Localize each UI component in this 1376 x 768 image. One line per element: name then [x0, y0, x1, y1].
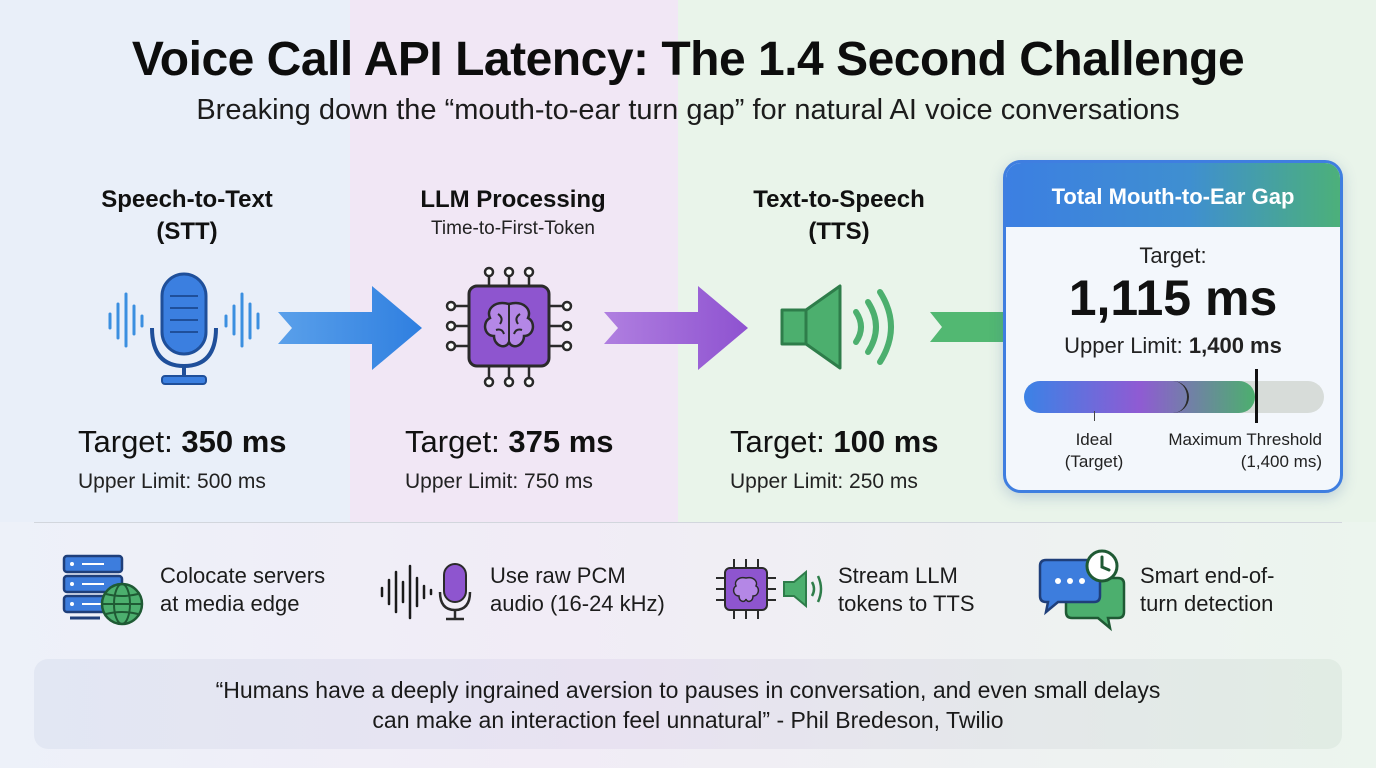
tip-end-of-turn-text: Smart end-of- turn detection — [1140, 563, 1275, 616]
brain-chip-speaker-icon — [716, 559, 823, 619]
stage-stt-title-line2: (STT) — [156, 218, 218, 245]
stage-llm-target: Target: 375 ms — [405, 424, 614, 460]
total-upper-limit: Upper Limit: 1,400 ms — [1006, 333, 1340, 359]
arrow-llm-to-tts — [604, 286, 748, 370]
stage-stt-target: Target: 350 ms — [78, 424, 287, 460]
ideal-target-marker — [1024, 381, 1189, 413]
tip-end-of-turn: Smart end-of- turn detection — [1036, 549, 1336, 632]
page-title: Voice Call API Latency: The 1.4 Second C… — [131, 33, 1245, 86]
tip-stream-tokens: Stream LLM tokens to TTS — [712, 552, 1012, 632]
threshold-label: Maximum Threshold (1,400 ms) — [1168, 430, 1322, 471]
tip-colocate-text: Colocate servers at media edge — [160, 563, 326, 616]
tip-raw-pcm-text: Use raw PCM audio (16-24 kHz) — [490, 563, 665, 616]
stage-stt-title-line1: Speech-to-Text — [101, 186, 273, 213]
stage-tts-target-value: 100 ms — [833, 424, 939, 459]
stage-llm-title-line1: LLM Processing — [420, 186, 606, 213]
stage-llm-target-value: 375 ms — [508, 424, 614, 459]
stage-tts-target-label: Target: — [730, 424, 834, 459]
page-subtitle: Breaking down the “mouth-to-ear turn gap… — [196, 94, 1180, 126]
total-target-label: Target: — [1139, 243, 1207, 268]
arrow-stt-to-llm — [278, 286, 422, 370]
stage-llm: LLM Processing Time-to-First-Token — [372, 184, 654, 242]
stage-tts-limit: Upper Limit: 250 ms — [730, 470, 918, 493]
stage-tts: Text-to-Speech (TTS) — [698, 184, 980, 248]
arrow-tts-to-total — [930, 312, 1006, 342]
ideal-label: Ideal (Target) — [1064, 430, 1124, 471]
total-limit-value: 1,400 ms — [1188, 333, 1282, 358]
brain-chip-icon — [445, 266, 573, 388]
max-threshold-marker — [1255, 369, 1258, 423]
section-divider — [34, 522, 1342, 523]
stage-tts-title-line1: Text-to-Speech — [753, 186, 925, 213]
latency-bar-fill — [1024, 381, 1255, 413]
stage-background-llm — [350, 0, 678, 522]
total-target-value: 1,115 ms — [1068, 270, 1278, 326]
stage-background-stt — [0, 0, 350, 522]
stage-tts-target: Target: 100 ms — [730, 424, 939, 460]
stage-stt-target-value: 350 ms — [181, 424, 287, 459]
tip-colocate: Colocate servers at media edge — [60, 552, 360, 632]
stage-llm-limit: Upper Limit: 750 ms — [405, 470, 593, 493]
quote-text: “Humans have a deeply ingrained aversion… — [215, 677, 1161, 733]
tip-raw-pcm: Use raw PCM audio (16-24 kHz) — [378, 552, 698, 632]
microphone-icon — [108, 272, 260, 385]
stage-stt-limit: Upper Limit: 500 ms — [78, 470, 266, 493]
chat-clock-icon — [1038, 549, 1126, 632]
total-limit-label: Upper Limit: — [1064, 333, 1189, 358]
stage-llm-sub: Time-to-First-Token — [431, 218, 595, 239]
server-globe-icon — [62, 554, 144, 626]
waveform-microphone-icon — [380, 563, 472, 621]
total-gap-card: Total Mouth-to-Ear Gap Target: 1,115 ms … — [1003, 160, 1343, 493]
stage-tts-title-line2: (TTS) — [808, 218, 870, 245]
total-gap-heading: Total Mouth-to-Ear Gap — [1006, 163, 1340, 227]
stage-stt: Speech-to-Text (STT) — [47, 184, 327, 248]
ideal-tick — [1094, 411, 1095, 421]
speaker-icon — [780, 284, 894, 370]
stage-llm-target-label: Target: — [405, 424, 509, 459]
quote-box: “Humans have a deeply ingrained aversion… — [34, 659, 1342, 749]
tip-stream-tokens-text: Stream LLM tokens to TTS — [838, 563, 975, 616]
stage-stt-target-label: Target: — [78, 424, 182, 459]
